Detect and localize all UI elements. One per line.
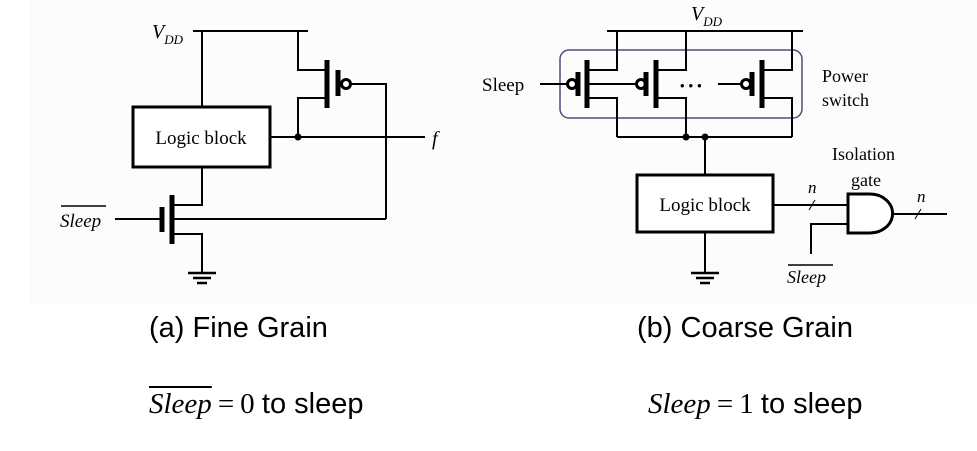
logic-block-label-b: Logic block	[659, 195, 751, 216]
junction-dot-b1	[682, 133, 690, 141]
bus-slash-in	[808, 199, 816, 211]
formula-equals-a: =	[217, 388, 235, 420]
power-switch-label-1: Power	[822, 66, 868, 86]
formula-value-a: 0	[240, 388, 255, 420]
formula-text-a: to sleep	[261, 388, 364, 420]
pmos-keeper-transistor	[297, 31, 387, 219]
power-switch-label-2: switch	[822, 90, 869, 110]
vdd-label-a: VDD	[152, 21, 184, 47]
ellipsis-icon: •••	[680, 78, 706, 93]
formula-fine-grain: Sleep=0 to sleep	[149, 388, 364, 421]
sleep-bar-label-b: Sleep	[787, 267, 826, 287]
logic-block-label-a: Logic block	[155, 128, 247, 149]
bus-width-out: n	[917, 187, 926, 206]
panel-b-background	[470, 0, 977, 305]
caption-coarse-grain: (b) Coarse Grain	[637, 312, 853, 344]
ground-icon	[188, 271, 216, 285]
bus-width-in: n	[808, 178, 817, 197]
logic-block-b	[635, 173, 775, 234]
formula-coarse-grain: Sleep=1 to sleep	[648, 388, 863, 421]
isolation-label-1: Isolation	[832, 144, 895, 164]
panel-a-circuit: VDD Logic block f Sleep	[60, 21, 440, 285]
panel-b-circuit: VDD Sleep •••	[482, 3, 947, 287]
vdd-label-b: VDD	[691, 3, 723, 29]
power-switch-transistor-2	[635, 31, 687, 137]
power-switch-transistor-1	[566, 31, 637, 137]
power-switch-transistor-n	[740, 31, 793, 137]
nmos-sleep-transistor	[115, 167, 386, 272]
formula-text-b: to sleep	[760, 388, 863, 420]
isolation-label-2: gate	[851, 170, 881, 190]
formula-equals-b: =	[716, 388, 734, 420]
sleep-label-b: Sleep	[482, 75, 524, 96]
ground-icon	[691, 271, 719, 285]
formula-variable-a: Sleep	[149, 388, 212, 420]
isolation-sleep-wire	[810, 223, 848, 254]
isolation-and-gate	[846, 192, 895, 235]
formula-value-b: 1	[739, 388, 754, 420]
bus-slash-out	[914, 208, 922, 220]
formula-variable-b: Sleep	[648, 388, 711, 420]
pmos-bubble-icon	[340, 78, 352, 90]
output-label-f: f	[432, 128, 440, 150]
sleep-bar-label-a: Sleep	[60, 211, 101, 232]
caption-fine-grain: (a) Fine Grain	[149, 312, 328, 344]
